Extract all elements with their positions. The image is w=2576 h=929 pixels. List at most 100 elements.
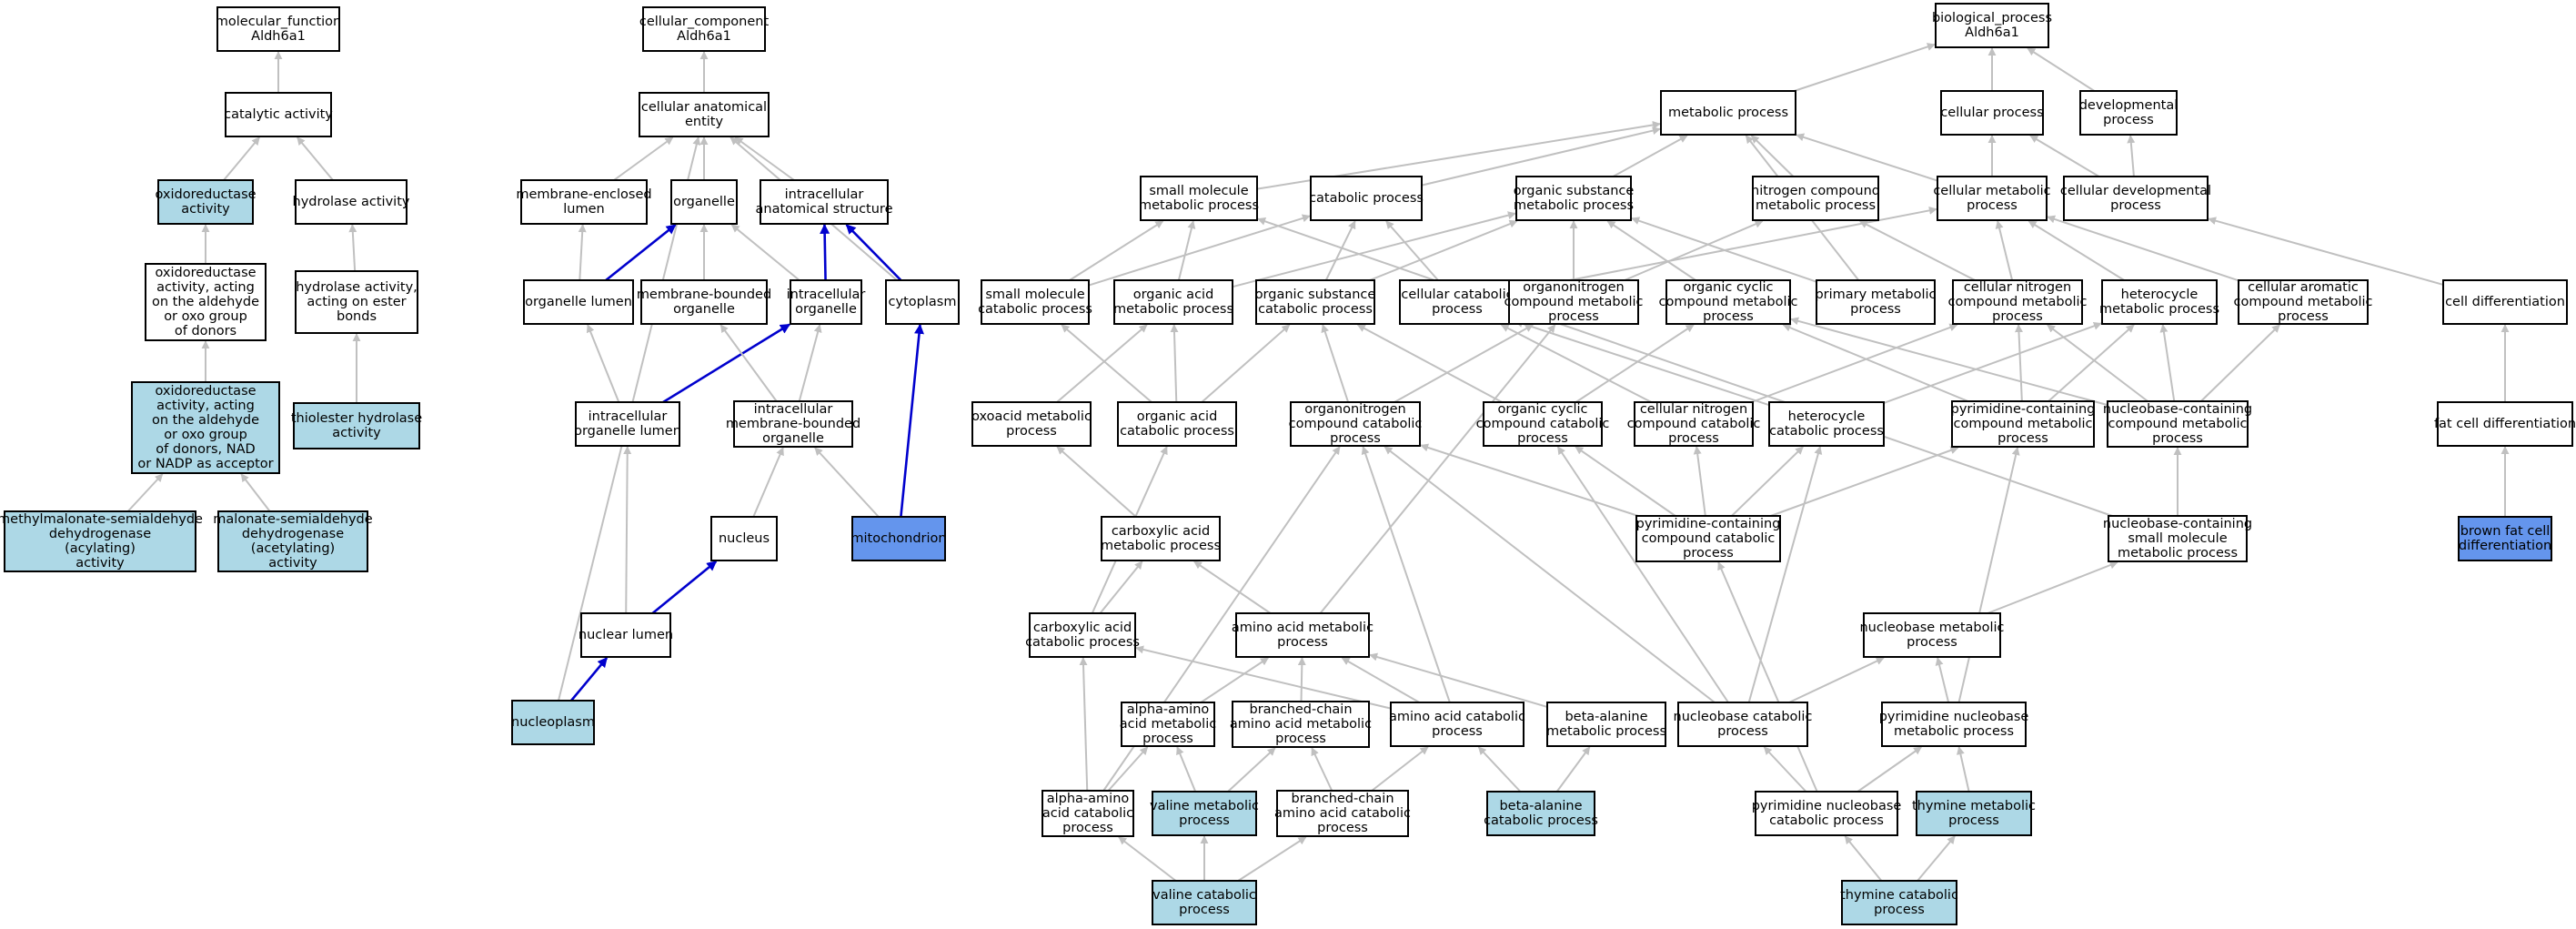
node-org_lumen[interactable]: organelle lumen — [523, 279, 634, 325]
node-box[interactable] — [1508, 279, 1639, 325]
node-box[interactable] — [1276, 790, 1409, 837]
node-mito[interactable]: mitochondrion — [850, 516, 947, 561]
node-box[interactable] — [4, 510, 196, 572]
node-box[interactable] — [1113, 279, 1233, 325]
node-nuc_lumen[interactable]: nuclear lumen — [579, 612, 673, 658]
node-box[interactable] — [1515, 176, 1632, 221]
node-box[interactable] — [1546, 702, 1666, 747]
node-cytoplasm[interactable]: cytoplasm — [885, 279, 960, 325]
node-box[interactable] — [640, 279, 768, 325]
node-fatdiff[interactable]: fat cell differentiation — [2434, 401, 2576, 447]
node-box[interactable] — [2442, 279, 2568, 325]
node-box[interactable] — [2107, 400, 2249, 448]
node-box[interactable] — [1916, 791, 2032, 836]
node-box[interactable] — [1121, 702, 1215, 747]
node-box[interactable] — [1863, 612, 2001, 658]
node-box[interactable] — [157, 179, 254, 225]
node-box[interactable] — [2079, 90, 2178, 136]
node-nucleus[interactable]: nucleus — [710, 516, 778, 561]
node-box[interactable] — [1483, 401, 1603, 447]
node-box[interactable] — [642, 6, 766, 52]
node-box[interactable] — [580, 612, 671, 658]
node-box[interactable] — [225, 92, 332, 137]
node-box[interactable] — [971, 401, 1092, 447]
node-box[interactable] — [1101, 516, 1221, 561]
node-box[interactable] — [217, 510, 368, 572]
node-box[interactable] — [575, 401, 680, 447]
node-cat_act[interactable]: catalytic activity — [224, 92, 333, 137]
node-box[interactable] — [639, 92, 770, 137]
node-box[interactable] — [1390, 702, 1524, 747]
node-nucleoplasm[interactable]: nucleoplasm — [511, 700, 595, 745]
node-box[interactable] — [145, 263, 267, 341]
node-box[interactable] — [1752, 176, 1879, 221]
node-box[interactable] — [2458, 516, 2552, 561]
node-hydrolase[interactable]: hydrolase activity — [293, 179, 410, 225]
node-box[interactable] — [790, 279, 862, 325]
node-box[interactable] — [1635, 515, 1781, 562]
node-box[interactable] — [1235, 612, 1370, 658]
node-box[interactable] — [1665, 279, 1791, 325]
node-box[interactable] — [885, 279, 960, 325]
node-metab[interactable]: metabolic process — [1660, 90, 1796, 136]
node-box[interactable] — [1152, 880, 1257, 925]
node-methylmal[interactable]: methylmalonate-semialdehydedehydrogenase… — [0, 510, 203, 572]
node-box[interactable] — [1117, 401, 1237, 447]
node-box[interactable] — [1232, 701, 1370, 748]
node-box[interactable] — [131, 381, 280, 474]
node-box[interactable] — [760, 179, 889, 225]
node-box[interactable] — [511, 700, 595, 745]
node-box[interactable] — [293, 402, 420, 449]
node-box[interactable] — [1677, 702, 1808, 747]
node-box[interactable] — [2238, 279, 2369, 325]
node-box[interactable] — [1935, 3, 2049, 48]
node-box[interactable] — [2108, 515, 2248, 562]
